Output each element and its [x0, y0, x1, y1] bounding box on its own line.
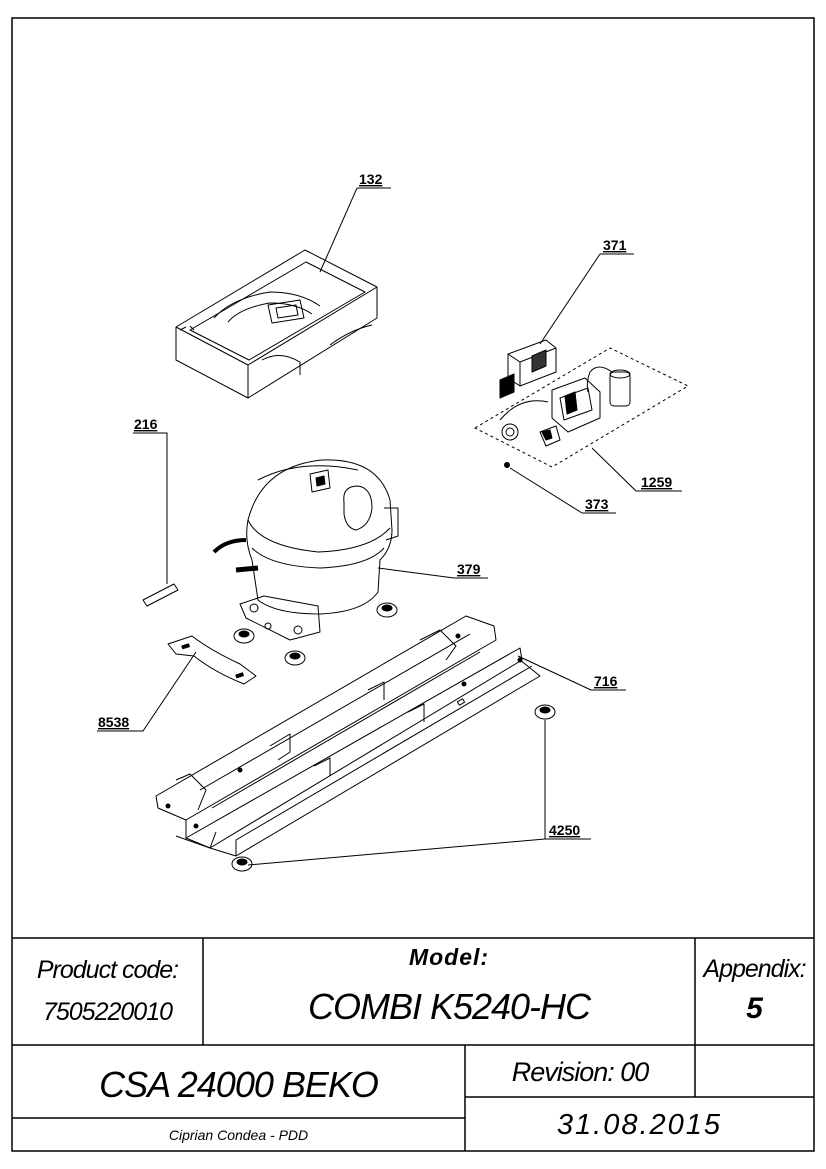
author: Ciprian Condea - PDD	[168, 1127, 309, 1143]
callout-716: 716	[594, 673, 618, 689]
revision: Revision: 00	[511, 1056, 650, 1087]
leader-132	[319, 187, 391, 273]
callout-132: 132	[359, 171, 383, 187]
callout-1259: 1259	[641, 474, 672, 490]
callout-4250: 4250	[549, 822, 580, 838]
callout-371: 371	[603, 237, 627, 253]
leader-716	[517, 655, 626, 691]
appendix-label: Appendix:	[703, 954, 806, 983]
leader-8538	[97, 651, 197, 732]
part-371-relay	[499, 339, 557, 399]
assembly-code: CSA 24000 BEKO	[99, 1064, 379, 1105]
leader-4250	[247, 720, 591, 866]
leader-379	[377, 567, 488, 579]
part-373-screw	[504, 462, 510, 468]
callout-373: 373	[585, 496, 609, 512]
model-name: COMBI K5240-HC	[307, 986, 591, 1027]
leader-216	[133, 432, 168, 584]
product-code-label: Product code:	[36, 955, 179, 984]
leader-1259	[591, 447, 682, 492]
callout-8538: 8538	[98, 714, 129, 730]
part-716-base-rails	[155, 615, 541, 857]
sheet-frame	[11, 17, 815, 1152]
part-216-tube	[142, 583, 179, 607]
model-label: Model:	[408, 943, 490, 970]
appendix-number: 5	[746, 992, 763, 1025]
title-block-grid	[12, 937, 814, 1151]
callout-216: 216	[134, 416, 158, 432]
product-code: 7505220010	[42, 997, 173, 1026]
part-1259-electrical-kit	[474, 347, 689, 468]
part-132-drip-tray	[175, 249, 378, 399]
grommets	[231, 602, 556, 872]
leader-373	[509, 467, 616, 514]
part-8538-bracket	[167, 635, 257, 685]
callout-379: 379	[457, 561, 481, 577]
leader-371	[539, 253, 634, 345]
date: 31.08.2015	[556, 1108, 723, 1141]
part-379-compressor	[212, 459, 399, 641]
